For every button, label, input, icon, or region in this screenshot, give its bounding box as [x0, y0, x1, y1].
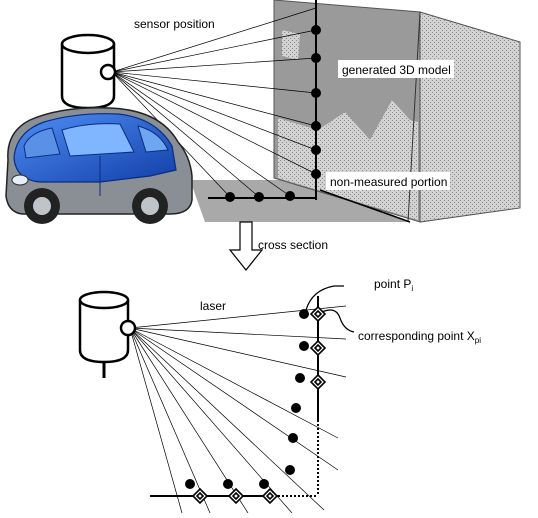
- scan-point: [311, 169, 321, 179]
- scan-point: [285, 191, 295, 201]
- top-scene: [5, 0, 521, 271]
- label-corresponding-point-sub: pi: [475, 336, 481, 345]
- corresponding-point-x: [261, 487, 279, 505]
- label-non-measured: non-measured portion: [330, 175, 447, 189]
- label-cross-section: cross section: [258, 238, 328, 252]
- point-p: [259, 479, 269, 489]
- section-corresponding-points: [191, 305, 327, 505]
- point-p: [299, 309, 309, 319]
- point-p: [295, 373, 305, 383]
- wall-light-patch: [282, 30, 300, 60]
- cross-section: [78, 285, 355, 514]
- corresponding-point-x: [191, 487, 209, 505]
- corresponding-point-x: [309, 373, 327, 391]
- label-point-p: point Pi: [374, 277, 413, 293]
- down-arrow-icon: [228, 221, 264, 271]
- corresponding-point-x: [227, 487, 245, 505]
- scan-point: [225, 192, 235, 202]
- label-bg-generated: [338, 60, 454, 78]
- section-laser-rays: [129, 305, 347, 514]
- label-corresponding-point: corresponding point Xpi: [358, 329, 481, 345]
- point-p: [291, 403, 301, 413]
- label-generated-model: generated 3D model: [342, 63, 451, 77]
- label-sensor-position: sensor position: [134, 17, 215, 31]
- scan-point: [311, 145, 321, 155]
- label-point-p-sub: i: [411, 284, 413, 293]
- wall-right: [419, 11, 521, 223]
- label-laser: laser: [200, 299, 226, 313]
- laser-scanner-icon: [78, 290, 137, 378]
- corresponding-point-x: [309, 339, 327, 357]
- label-point-p-text: point P: [374, 277, 411, 291]
- scan-point: [311, 88, 321, 98]
- top-laser-rays: [111, 7, 317, 198]
- wall-diagonal: [319, 189, 411, 223]
- point-p: [223, 479, 233, 489]
- callout-point-x: [321, 309, 355, 333]
- section-points: [185, 309, 309, 489]
- laser-scanner-icon: [60, 33, 117, 124]
- label-bg-non-measured: [326, 172, 450, 190]
- scan-point: [254, 192, 264, 202]
- scan-point: [311, 53, 321, 63]
- callout-point-p: [305, 285, 344, 311]
- scan-point: [311, 25, 321, 35]
- point-p: [285, 465, 295, 475]
- label-corresponding-point-text: corresponding point X: [358, 329, 475, 343]
- ground-strip: [190, 180, 410, 222]
- scan-point: [311, 121, 321, 131]
- car-icon: [5, 107, 193, 224]
- point-p: [288, 433, 298, 443]
- top-scan-points: [225, 25, 321, 202]
- point-p: [185, 479, 195, 489]
- point-p: [299, 341, 309, 351]
